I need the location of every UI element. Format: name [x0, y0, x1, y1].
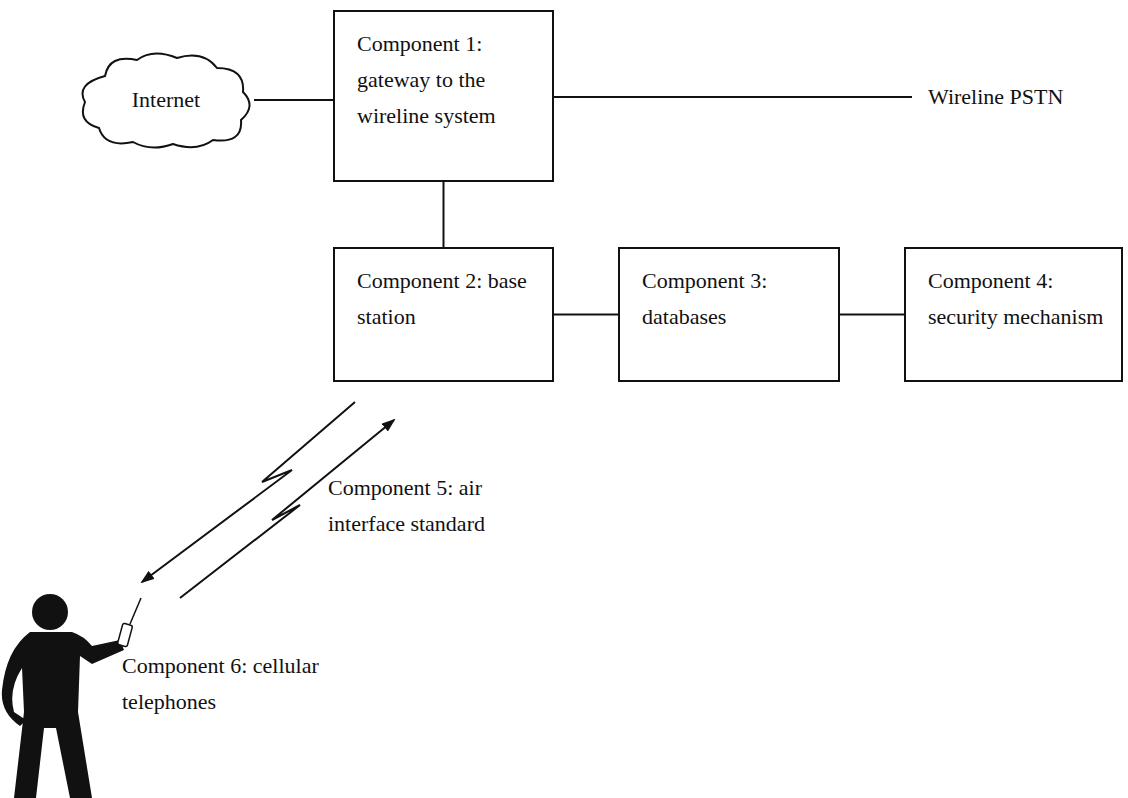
- component-label: Component 5: air interface standard: [328, 470, 538, 542]
- cloud-node: Internet: [75, 48, 257, 152]
- base-station-box: Component 2: base station: [333, 247, 554, 382]
- uplink-arrow: [180, 420, 394, 598]
- person-figure: [2, 594, 124, 798]
- component-label: Component 6: cellular telephones: [122, 648, 322, 720]
- connector-line: [554, 314, 618, 316]
- node-text: Internet: [132, 82, 200, 118]
- security-box: Component 4: security mechanism: [904, 247, 1123, 382]
- connector-line: [840, 314, 904, 316]
- pstn-line: [554, 96, 912, 98]
- node-text: Component 3: databases: [642, 263, 824, 335]
- network-label: Wireline PSTN: [928, 79, 1118, 115]
- node-text: Component 2: base station: [357, 263, 538, 335]
- node-text: Component 1: gateway to the wireline sys…: [357, 26, 538, 134]
- connector-line: [443, 182, 445, 247]
- connector-line: [254, 99, 333, 101]
- database-box: Component 3: databases: [618, 247, 840, 382]
- downlink-arrow: [142, 402, 355, 582]
- node-text: Component 4: security mechanism: [928, 263, 1107, 335]
- cellular-phone: [117, 598, 141, 647]
- gateway-box: Component 1: gateway to the wireline sys…: [333, 10, 554, 182]
